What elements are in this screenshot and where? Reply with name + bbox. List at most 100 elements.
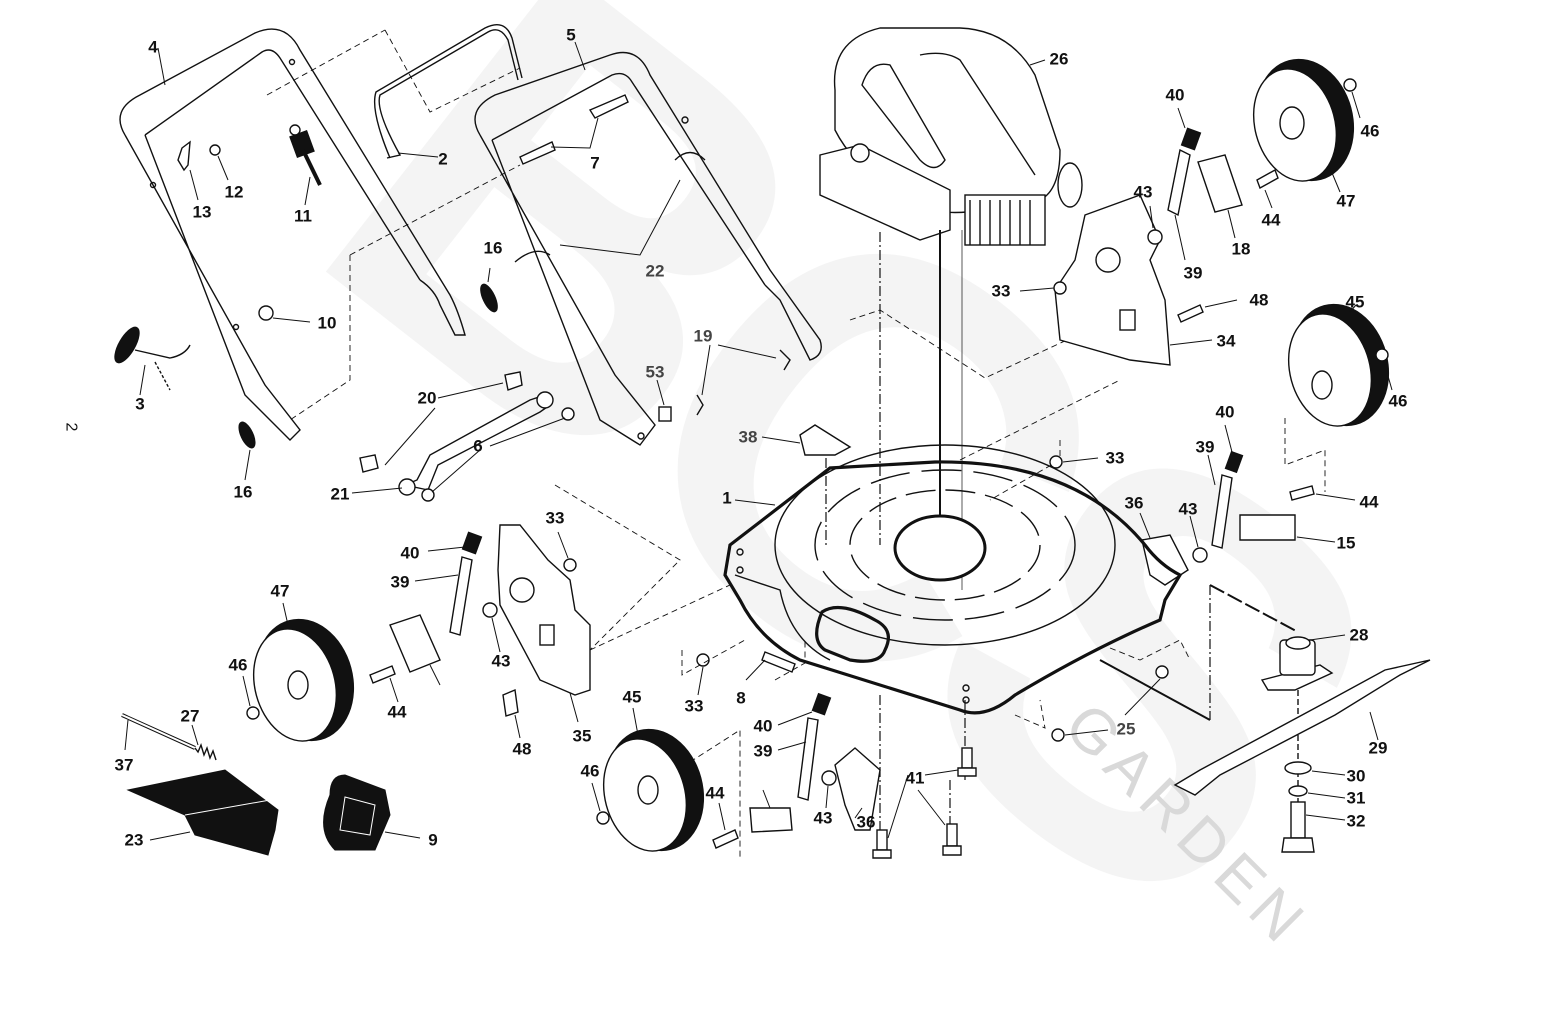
callout-46-top[interactable]: 46 bbox=[1360, 121, 1380, 141]
callout-4[interactable]: 4 bbox=[148, 37, 158, 57]
leader-15 bbox=[1296, 536, 1336, 543]
callout-3[interactable]: 3 bbox=[135, 394, 145, 414]
leader-46 bbox=[242, 675, 251, 707]
assembly-line bbox=[849, 309, 1111, 379]
callout-23[interactable]: 23 bbox=[124, 830, 144, 850]
callout-12[interactable]: 12 bbox=[224, 182, 244, 202]
callout-40-right[interactable]: 40 bbox=[1215, 402, 1235, 422]
leader-44 bbox=[1315, 493, 1356, 501]
callout-47-left[interactable]: 47 bbox=[270, 581, 290, 601]
leader-16 bbox=[244, 449, 251, 481]
callout-39-right[interactable]: 39 bbox=[1195, 437, 1215, 457]
leader-11 bbox=[304, 176, 311, 206]
callout-32[interactable]: 32 bbox=[1346, 811, 1366, 831]
callout-45-bottom[interactable]: 45 bbox=[622, 687, 642, 707]
assembly-line bbox=[774, 640, 806, 681]
leader-20 bbox=[384, 407, 436, 466]
callout-44-left[interactable]: 44 bbox=[387, 702, 407, 722]
leader-44 bbox=[718, 802, 726, 831]
wheel-nut-part bbox=[246, 706, 260, 720]
assembly-line bbox=[349, 164, 521, 256]
callout-19[interactable]: 19 bbox=[693, 326, 713, 346]
callout-35[interactable]: 35 bbox=[572, 726, 592, 746]
callout-47-top[interactable]: 47 bbox=[1336, 191, 1356, 211]
callout-27[interactable]: 27 bbox=[180, 706, 200, 726]
callout-28[interactable]: 28 bbox=[1349, 625, 1369, 645]
callout-46-left[interactable]: 46 bbox=[228, 655, 248, 675]
hairpin-clip-part bbox=[779, 349, 791, 371]
hairpin-clip-part bbox=[696, 394, 704, 416]
callout-11[interactable]: 11 bbox=[294, 206, 312, 226]
leader-43 bbox=[825, 785, 829, 809]
callout-43-left[interactable]: 43 bbox=[491, 651, 511, 671]
cable-tie-part bbox=[514, 250, 551, 263]
callout-33-right[interactable]: 33 bbox=[1105, 448, 1125, 468]
callout-33-mid[interactable]: 33 bbox=[684, 696, 704, 716]
callout-46-right[interactable]: 46 bbox=[1388, 391, 1408, 411]
callout-40-left[interactable]: 40 bbox=[400, 543, 420, 563]
callout-22[interactable]: 22 bbox=[645, 261, 665, 281]
height-lever-part bbox=[1167, 148, 1191, 217]
callout-13[interactable]: 13 bbox=[192, 202, 212, 222]
height-lever-part bbox=[449, 556, 473, 636]
callout-36-right[interactable]: 36 bbox=[1124, 493, 1144, 513]
lever-knob-part bbox=[461, 531, 483, 555]
callout-43-bottom[interactable]: 43 bbox=[813, 808, 833, 828]
callout-10[interactable]: 10 bbox=[317, 313, 337, 333]
callout-37[interactable]: 37 bbox=[114, 755, 134, 775]
nut-part bbox=[1155, 665, 1169, 679]
callout-46-bottom[interactable]: 46 bbox=[580, 761, 600, 781]
leader-6 bbox=[431, 417, 566, 493]
leader-5 bbox=[574, 41, 586, 71]
callout-48-bottom[interactable]: 48 bbox=[512, 739, 532, 759]
callout-8[interactable]: 8 bbox=[736, 688, 746, 708]
callout-38[interactable]: 38 bbox=[738, 427, 758, 447]
callout-29[interactable]: 29 bbox=[1368, 738, 1388, 758]
callout-45-right[interactable]: 45 bbox=[1345, 292, 1365, 312]
callout-16-right[interactable]: 16 bbox=[483, 238, 503, 258]
callout-41[interactable]: 41 bbox=[905, 768, 925, 788]
leader-32 bbox=[1305, 814, 1346, 821]
callout-33-top[interactable]: 33 bbox=[991, 281, 1011, 301]
callout-39-left[interactable]: 39 bbox=[390, 572, 410, 592]
callout-44-top[interactable]: 44 bbox=[1261, 210, 1281, 230]
spacer-part bbox=[482, 602, 498, 618]
callout-43-right[interactable]: 43 bbox=[1178, 499, 1198, 519]
engine-part bbox=[819, 27, 1083, 246]
leader-34 bbox=[1169, 339, 1213, 346]
lever-knob-part bbox=[1224, 450, 1244, 474]
callout-15-right[interactable]: 15 bbox=[1336, 533, 1356, 553]
callout-48-top[interactable]: 48 bbox=[1249, 290, 1269, 310]
callout-2[interactable]: 2 bbox=[438, 149, 448, 169]
leader-9 bbox=[384, 831, 421, 839]
callout-1[interactable]: 1 bbox=[722, 488, 732, 508]
callout-33-left[interactable]: 33 bbox=[545, 508, 565, 528]
callout-25[interactable]: 25 bbox=[1116, 719, 1136, 739]
callout-5[interactable]: 5 bbox=[566, 25, 576, 45]
callout-44-bottom[interactable]: 44 bbox=[705, 783, 725, 803]
callout-39-top[interactable]: 39 bbox=[1183, 263, 1203, 283]
callout-9[interactable]: 9 bbox=[428, 830, 438, 850]
callout-31[interactable]: 31 bbox=[1346, 788, 1366, 808]
callout-40-top[interactable]: 40 bbox=[1165, 85, 1185, 105]
callout-7[interactable]: 7 bbox=[590, 153, 600, 173]
leader-40 bbox=[777, 711, 813, 726]
callout-6[interactable]: 6 bbox=[473, 436, 483, 456]
leader-15 bbox=[429, 664, 441, 686]
callout-34[interactable]: 34 bbox=[1216, 331, 1236, 351]
callout-30[interactable]: 30 bbox=[1346, 766, 1366, 786]
callout-44-right[interactable]: 44 bbox=[1359, 492, 1379, 512]
callout-53[interactable]: 53 bbox=[645, 362, 665, 382]
callout-39-bottom[interactable]: 39 bbox=[753, 741, 773, 761]
callout-26[interactable]: 26 bbox=[1049, 49, 1069, 69]
callout-40-bottom[interactable]: 40 bbox=[753, 716, 773, 736]
callout-43-top[interactable]: 43 bbox=[1133, 182, 1153, 202]
rear-height-plate-part bbox=[1054, 194, 1171, 366]
callout-20[interactable]: 20 bbox=[417, 388, 437, 408]
callout-36-bottom[interactable]: 36 bbox=[856, 812, 876, 832]
callout-18-top[interactable]: 18 bbox=[1231, 239, 1251, 259]
assembly-line bbox=[681, 639, 746, 676]
callout-21[interactable]: 21 bbox=[330, 484, 350, 504]
callout-16-left[interactable]: 16 bbox=[233, 482, 253, 502]
assembly-line bbox=[1109, 639, 1191, 661]
